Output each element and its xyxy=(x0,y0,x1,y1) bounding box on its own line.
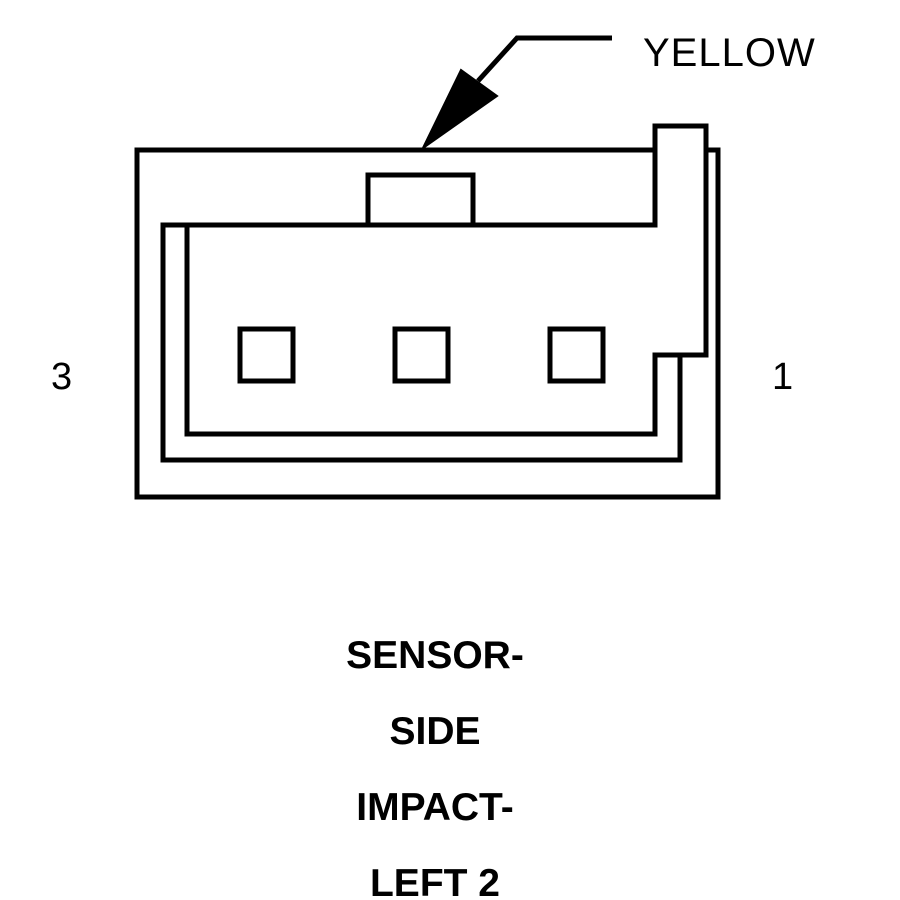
housing-outer xyxy=(134,123,721,500)
caption-line-3: IMPACT- xyxy=(356,786,514,829)
caption-line-2: SIDE xyxy=(389,710,481,753)
pin-3-terminal xyxy=(237,326,296,384)
caption-line-1: SENSOR- xyxy=(346,634,524,677)
wire-color-label: YELLOW xyxy=(643,31,816,75)
pin-2-terminal xyxy=(392,326,451,384)
caption-line-4: LEFT 2 xyxy=(369,862,500,900)
leader-arrowhead xyxy=(422,68,499,149)
leader-line xyxy=(476,35,612,83)
locking-tab xyxy=(365,172,476,228)
cavity-inner xyxy=(184,225,680,437)
housing-inner-shell xyxy=(706,147,721,497)
pin-1-label: 1 xyxy=(772,356,794,398)
pin-3-label: 3 xyxy=(51,356,73,398)
cavity-outer xyxy=(160,123,709,463)
pin-1-terminal xyxy=(547,326,606,384)
diagram-caption: SENSOR- SIDE IMPACT- LEFT 2 xyxy=(0,636,870,900)
